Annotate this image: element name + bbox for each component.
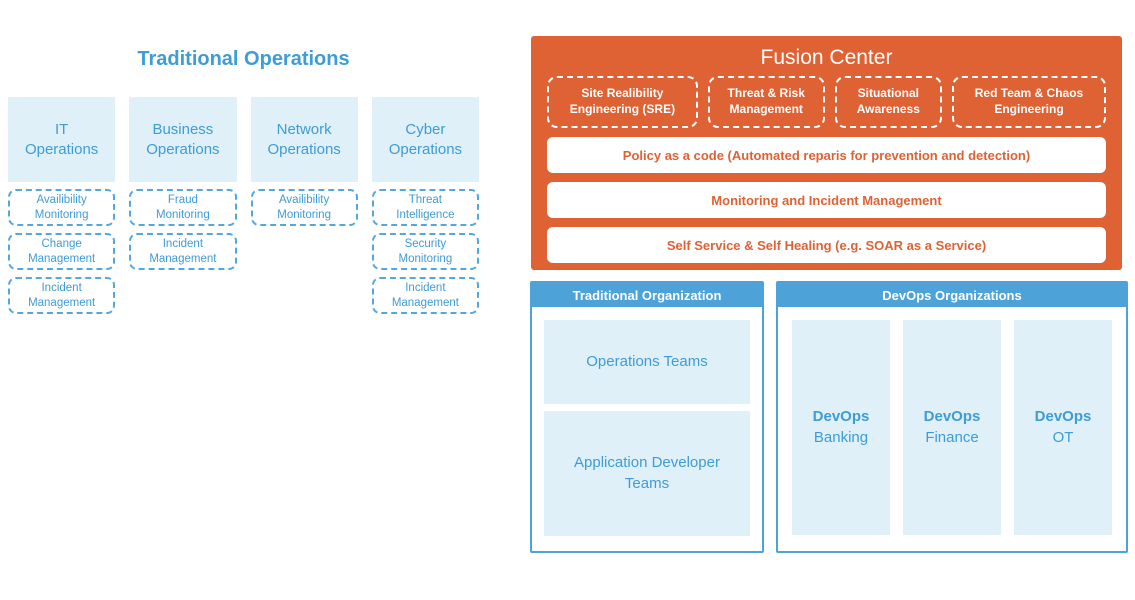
fusion-bar-self-service-healing: Self Service & Self Healing (e.g. SOAR a… (547, 227, 1106, 263)
devops-group-name: DevOps (812, 408, 870, 426)
application-developer-teams-box: Application Developer Teams (544, 411, 750, 536)
ops-item: Fraud Monitoring (129, 189, 237, 226)
ops-item: Availibility Monitoring (8, 189, 116, 226)
ops-item: Change Management (8, 233, 116, 270)
devops-organizations-header: DevOps Organizations (778, 283, 1126, 307)
ops-item: Incident Management (8, 277, 116, 314)
ops-item: Threat Intelligence (371, 189, 479, 226)
operations-teams-box: Operations Teams (544, 320, 750, 404)
ops-column-header: Network Operations (250, 97, 358, 182)
traditional-organization-panel: Traditional Organization Operations Team… (530, 281, 764, 553)
ops-column-header: IT Operations (8, 97, 116, 182)
ops-item: Availibility Monitoring (250, 189, 358, 226)
fusion-pillar-threat-risk: Threat & Risk Management (707, 76, 825, 128)
ops-column-business: Business Operations Fraud Monitoring Inc… (129, 97, 237, 314)
fusion-pillar-red-team: Red Team & Chaos Engineering (952, 76, 1106, 128)
traditional-operations-title: Traditional Operations (137, 48, 350, 70)
fusion-center-panel: Fusion Center Site Realibility Engineeri… (531, 36, 1122, 270)
devops-organizations-body: DevOps Banking DevOps Finance DevOps OT (778, 307, 1126, 535)
devops-group-unit: Banking (813, 428, 869, 446)
devops-group-name: DevOps (923, 408, 981, 426)
fusion-pillar-sre: Site Realibility Engineering (SRE) (547, 76, 698, 128)
devops-group-unit: OT (1052, 428, 1074, 446)
fusion-center-title: Fusion Center (760, 46, 893, 69)
ops-column-header: Cyber Operations (371, 97, 479, 182)
ops-item: Security Monitoring (371, 233, 479, 270)
ops-column-network: Network Operations Availibility Monitori… (250, 97, 358, 314)
ops-column-it: IT Operations Availibility Monitoring Ch… (8, 97, 116, 314)
fusion-pillars-row: Site Realibility Engineering (SRE) Threa… (547, 76, 1106, 128)
traditional-operations-grid: IT Operations Availibility Monitoring Ch… (8, 97, 479, 314)
devops-group-finance: DevOps Finance (903, 320, 1001, 535)
devops-group-unit: Finance (925, 428, 979, 446)
fusion-bar-monitoring-incident: Monitoring and Incident Management (547, 182, 1106, 218)
ops-item: Incident Management (129, 233, 237, 270)
ops-column-header: Business Operations (129, 97, 237, 182)
ops-item: Incident Management (371, 277, 479, 314)
devops-group-name: DevOps (1034, 408, 1092, 426)
traditional-organization-body: Operations Teams Application Developer T… (532, 307, 762, 536)
devops-group-ot: DevOps OT (1014, 320, 1112, 535)
devops-group-banking: DevOps Banking (792, 320, 890, 535)
traditional-organization-header: Traditional Organization (532, 283, 762, 307)
devops-organizations-panel: DevOps Organizations DevOps Banking DevO… (776, 281, 1128, 553)
fusion-bar-policy-as-code: Policy as a code (Automated reparis for … (547, 137, 1106, 173)
ops-column-cyber: Cyber Operations Threat Intelligence Sec… (371, 97, 479, 314)
fusion-pillar-situational-awareness: Situational Awareness (834, 76, 943, 128)
